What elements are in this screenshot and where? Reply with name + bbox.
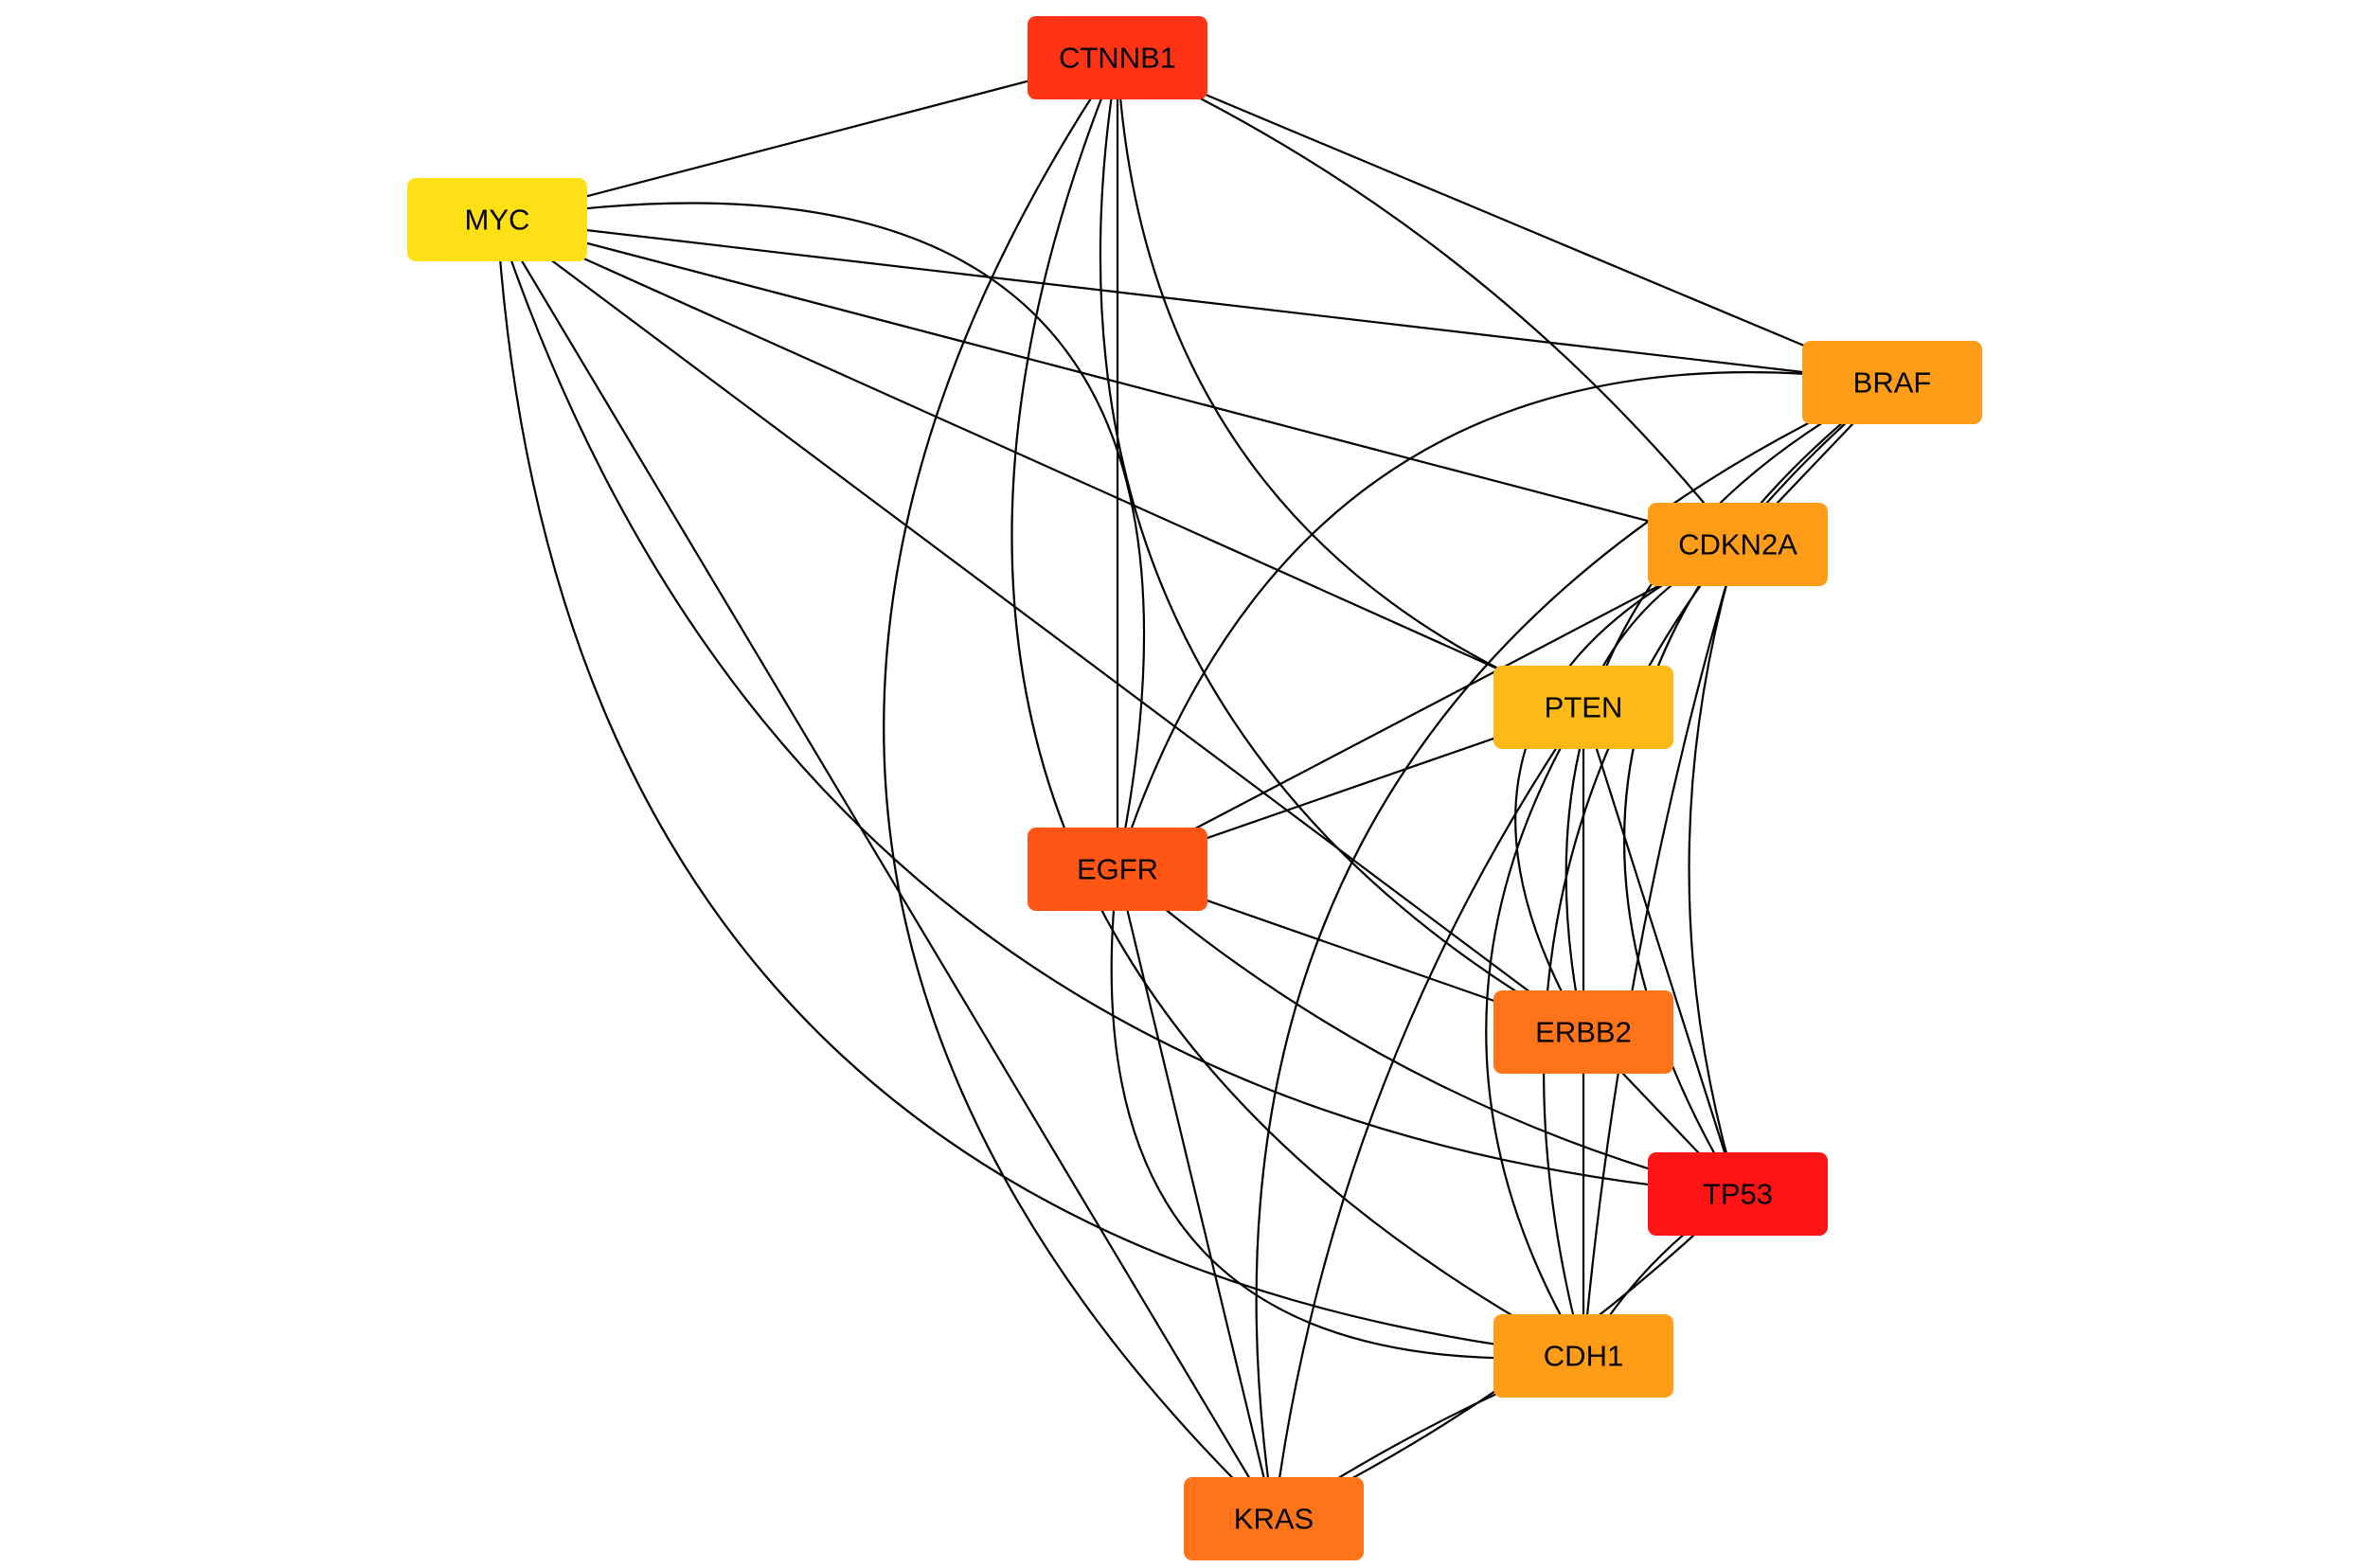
- edge-myc-cdkn2a: [496, 218, 1739, 546]
- node-label-myc: MYC: [465, 204, 530, 237]
- edge-braf-kras: [1255, 381, 1893, 1520]
- edge-egfr-tp53: [1117, 868, 1739, 1196]
- edge-myc-cdh1: [495, 219, 1584, 1358]
- node-box-egfr: [1028, 828, 1207, 911]
- node-label-pten: PTEN: [1545, 691, 1623, 724]
- node-box-kras: [1184, 1477, 1364, 1560]
- node-braf[interactable]: BRAF: [1802, 341, 1982, 424]
- edge-cdkn2a-egfr: [1117, 543, 1739, 870]
- node-box-pten: [1493, 666, 1673, 749]
- edge-cdkn2a-tp53: [1688, 543, 1740, 1195]
- edge-myc-tp53: [495, 219, 1739, 1196]
- edge-braf-cdh1: [1543, 382, 1893, 1357]
- node-myc[interactable]: MYC: [407, 178, 587, 261]
- edge-pten-tp53: [1582, 706, 1740, 1195]
- edge-pten-cdh1: [1485, 706, 1584, 1357]
- edge-ctnnb1-myc: [496, 56, 1118, 222]
- edge-egfr-cdh1: [1110, 868, 1584, 1360]
- node-box-tp53: [1648, 1152, 1828, 1236]
- node-box-cdkn2a: [1648, 503, 1828, 586]
- node-label-tp53: TP53: [1703, 1178, 1773, 1211]
- edge-pten-kras: [1272, 706, 1584, 1520]
- node-box-erbb2: [1493, 990, 1673, 1074]
- node-kras[interactable]: KRAS: [1184, 1477, 1364, 1560]
- edge-ctnnb1-braf: [1117, 56, 1893, 384]
- node-label-braf: BRAF: [1853, 366, 1932, 400]
- node-label-cdh1: CDH1: [1544, 1340, 1623, 1373]
- node-label-erbb2: ERBB2: [1535, 1016, 1632, 1049]
- node-cdkn2a[interactable]: CDKN2A: [1648, 503, 1828, 586]
- edge-ctnnb1-pten: [1116, 57, 1584, 709]
- edge-myc-pten: [496, 218, 1584, 709]
- edge-egfr-kras: [1116, 868, 1276, 1520]
- node-box-myc: [407, 178, 587, 261]
- edge-myc-braf: [496, 218, 1893, 384]
- edge-myc-egfr: [496, 202, 1146, 870]
- edge-myc-kras: [496, 219, 1275, 1520]
- node-ctnnb1[interactable]: CTNNB1: [1028, 16, 1207, 99]
- edge-cdkn2a-cdh1: [1582, 543, 1740, 1357]
- node-tp53[interactable]: TP53: [1648, 1152, 1828, 1236]
- node-box-cdh1: [1493, 1314, 1673, 1398]
- node-label-cdkn2a: CDKN2A: [1678, 528, 1797, 561]
- node-box-ctnnb1: [1028, 16, 1207, 99]
- edge-myc-erbb2: [496, 219, 1584, 1033]
- node-label-egfr: EGFR: [1077, 853, 1158, 886]
- node-pten[interactable]: PTEN: [1493, 666, 1673, 749]
- edge-ctnnb1-kras: [883, 57, 1275, 1520]
- node-egfr[interactable]: EGFR: [1028, 828, 1207, 911]
- edge-layer: [495, 56, 1893, 1520]
- edge-ctnnb1-cdh1: [1010, 57, 1584, 1357]
- node-label-kras: KRAS: [1234, 1503, 1314, 1536]
- edge-ctnnb1-erbb2: [1099, 57, 1584, 1033]
- node-label-ctnnb1: CTNNB1: [1059, 42, 1176, 75]
- node-erbb2[interactable]: ERBB2: [1493, 990, 1673, 1074]
- edge-braf-egfr: [1116, 371, 1893, 870]
- node-box-braf: [1802, 341, 1982, 424]
- edge-ctnnb1-cdkn2a: [1117, 57, 1739, 545]
- node-cdh1[interactable]: CDH1: [1493, 1314, 1673, 1398]
